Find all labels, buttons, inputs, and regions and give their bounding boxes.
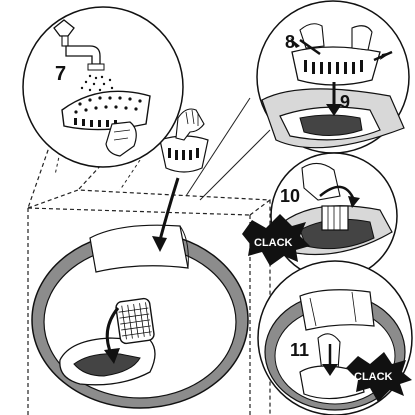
step-number: 10: [280, 186, 300, 206]
filter-mesh: [115, 298, 155, 344]
step-number: 11: [290, 340, 309, 360]
callout-step-11: 11: [258, 261, 412, 415]
clack-label: CLACK: [354, 371, 393, 383]
callout-step-7: 7: [23, 7, 183, 190]
step-number: 9: [340, 92, 350, 112]
step-number: 8: [285, 32, 295, 52]
callout-step-10: 10: [271, 153, 397, 279]
clack-label: CLACK: [254, 237, 293, 249]
step-number: 7: [55, 63, 66, 85]
drum-main: [32, 225, 248, 408]
